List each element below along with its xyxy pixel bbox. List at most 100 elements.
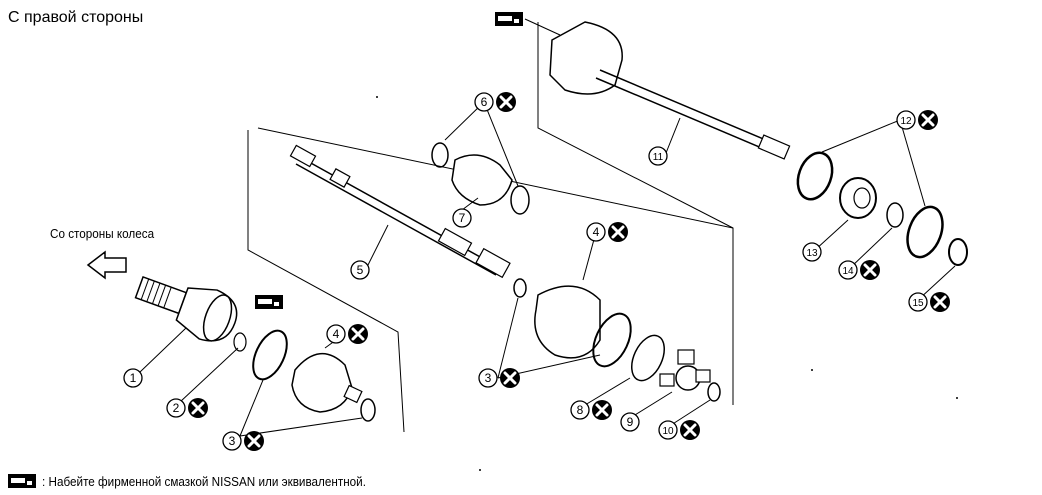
circlip-part-2 xyxy=(233,332,247,352)
callout-circle xyxy=(586,222,606,242)
callout-number: 13 xyxy=(806,248,818,259)
boot-middle xyxy=(534,285,601,359)
callout-circle xyxy=(648,146,668,166)
callout-circle xyxy=(452,208,472,228)
callout-5: 5 xyxy=(350,260,370,280)
callout-circle xyxy=(896,110,916,130)
callout-circle xyxy=(802,242,822,262)
callout-6: 6 xyxy=(474,92,516,112)
callout-4: 4 xyxy=(326,324,368,344)
callout-circle xyxy=(326,324,346,344)
frame-left xyxy=(247,130,405,433)
callout-circle xyxy=(908,292,928,312)
replace-x-icon xyxy=(680,420,700,440)
callout-number: 10 xyxy=(662,426,674,437)
callout-circle xyxy=(838,260,858,280)
small-clamp-left xyxy=(360,398,376,422)
replace-x-icon xyxy=(930,292,950,312)
callout-8: 8 xyxy=(570,400,612,420)
boot-left xyxy=(291,352,353,413)
callout-circle xyxy=(166,398,186,418)
boot-top-part-7 xyxy=(451,154,513,206)
ring-part-15 xyxy=(948,238,968,266)
callout-number: 5 xyxy=(357,263,364,277)
callout-number: 7 xyxy=(459,211,466,225)
callout-4: 4 xyxy=(586,222,628,242)
grease-icon xyxy=(495,12,523,26)
callout-number: 4 xyxy=(333,327,340,341)
callout-11: 11 xyxy=(648,146,668,166)
bearing-part-13 xyxy=(839,177,877,219)
callout-number: 11 xyxy=(653,152,664,163)
callout-number: 9 xyxy=(627,415,634,429)
callout-13: 13 xyxy=(802,242,822,262)
replace-x-icon xyxy=(188,398,208,418)
band-clamp-left xyxy=(252,329,288,381)
dot xyxy=(956,397,958,399)
callout-number: 1 xyxy=(130,371,137,385)
callout-9: 9 xyxy=(620,412,640,432)
replace-x-icon xyxy=(500,368,520,388)
leader-lines xyxy=(139,101,956,437)
diagram-title: С правой стороны xyxy=(8,9,144,26)
legend-text: : Набейте фирменной смазкой NISSAN или э… xyxy=(42,473,366,489)
outer-joint-part xyxy=(134,276,238,342)
callout-number: 8 xyxy=(577,403,584,417)
wheel-side-arrow xyxy=(86,250,127,280)
small-clamp-mid xyxy=(513,278,527,298)
drive-shaft-part-5 xyxy=(289,144,511,279)
callout-number: 4 xyxy=(593,225,600,239)
callout-circle xyxy=(474,92,494,112)
callout-number: 6 xyxy=(481,95,488,109)
replace-x-icon xyxy=(592,400,612,420)
callout-number: 15 xyxy=(912,298,924,309)
replace-x-icon xyxy=(608,222,628,242)
snap-ring-part-8 xyxy=(631,334,665,382)
wheel-side-label: Со стороны колеса xyxy=(50,226,155,241)
callout-circle xyxy=(222,431,242,451)
clamp-top-2 xyxy=(510,185,530,215)
callout-14: 14 xyxy=(838,260,880,280)
dot xyxy=(376,96,378,98)
replace-x-icon xyxy=(348,324,368,344)
replace-x-icon xyxy=(918,110,938,130)
callout-number: 14 xyxy=(842,266,854,277)
dust-shield-part-12b xyxy=(906,205,944,259)
callout-12: 12 xyxy=(896,110,938,130)
grease-leader xyxy=(524,18,561,36)
callout-circle xyxy=(620,412,640,432)
grease-icon xyxy=(8,474,36,488)
callout-circle xyxy=(123,368,143,388)
callout-15: 15 xyxy=(908,292,950,312)
callout-10: 10 xyxy=(658,420,700,440)
snap-ring-part-14 xyxy=(886,202,904,228)
callout-number: 12 xyxy=(900,116,912,127)
band-clamp-mid xyxy=(592,312,632,368)
inner-joint-part-11 xyxy=(549,21,791,160)
callout-1: 1 xyxy=(123,368,143,388)
callout-7: 7 xyxy=(452,208,472,228)
callout-3: 3 xyxy=(222,431,264,451)
callout-circle xyxy=(478,368,498,388)
callout-circle xyxy=(570,400,590,420)
callout-number: 3 xyxy=(229,434,236,448)
replace-x-icon xyxy=(860,260,880,280)
frame-right xyxy=(537,22,734,229)
callout-number: 3 xyxy=(485,371,492,385)
callout-circle xyxy=(658,420,678,440)
callout-2: 2 xyxy=(166,398,208,418)
callout-number: 2 xyxy=(173,401,180,415)
replace-x-icon xyxy=(496,92,516,112)
grease-icon xyxy=(255,295,283,309)
dust-shield-part-12a xyxy=(796,151,834,201)
callout-3: 3 xyxy=(478,368,520,388)
spider-assembly-part-9 xyxy=(659,349,711,391)
legend: : Набейте фирменной смазкой NISSAN или э… xyxy=(8,472,402,490)
dot xyxy=(479,469,481,471)
replace-x-icon xyxy=(244,431,264,451)
boot-left-neck xyxy=(343,384,363,404)
clamp-top-1 xyxy=(431,142,449,168)
